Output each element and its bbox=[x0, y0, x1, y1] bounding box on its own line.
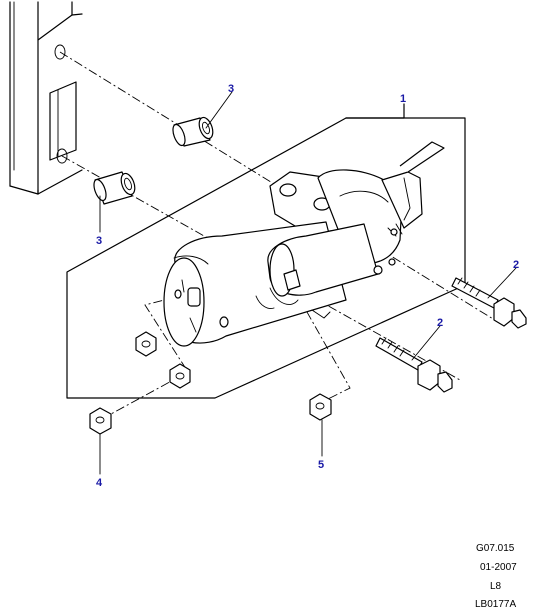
flange-nut-b bbox=[169, 363, 191, 389]
callout-3-lower: 3 bbox=[96, 235, 102, 247]
callout-3-upper: 3 bbox=[228, 83, 234, 95]
bolt-upper bbox=[451, 267, 527, 329]
callout-5: 5 bbox=[318, 459, 324, 471]
callout-2-upper: 2 bbox=[513, 259, 519, 271]
starter-motor bbox=[163, 141, 445, 347]
flange-nut-a bbox=[135, 331, 157, 357]
illustration-number: LB0177A bbox=[475, 599, 516, 610]
nut-item-5 bbox=[309, 393, 332, 457]
model-code: L8 bbox=[490, 581, 502, 592]
bolt-lower bbox=[375, 325, 453, 393]
reference-block: G07.015 01-2007 L8 LB0177A bbox=[475, 543, 517, 610]
dowel-sleeve-lower bbox=[93, 171, 136, 233]
reference-code: G07.015 bbox=[476, 543, 515, 554]
mounting-flange bbox=[9, 1, 83, 195]
callout-2-lower: 2 bbox=[437, 317, 443, 329]
callout-4: 4 bbox=[96, 477, 103, 489]
nut-item-4 bbox=[89, 407, 112, 475]
reference-date: 01-2007 bbox=[480, 562, 517, 573]
callout-1: 1 bbox=[400, 93, 406, 105]
dowel-sleeve-upper bbox=[172, 91, 233, 147]
